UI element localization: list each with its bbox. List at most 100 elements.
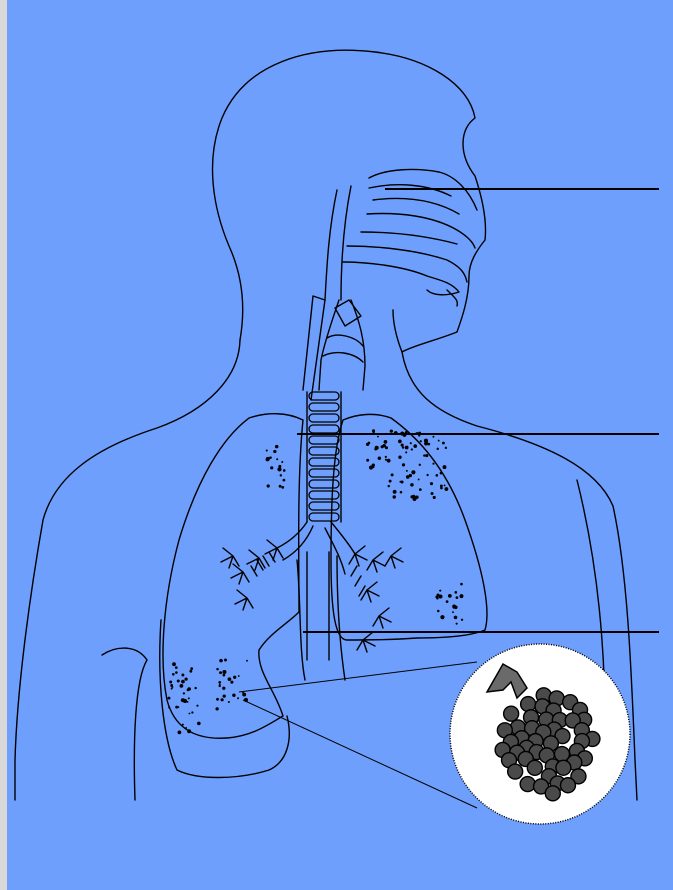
lung-speckle [454, 591, 457, 594]
lung-speckle [281, 486, 284, 489]
lung-speckle [387, 459, 391, 463]
lung-speckle [456, 596, 459, 599]
lung-speckle [237, 697, 239, 699]
lung-speckle [440, 615, 444, 619]
lung-speckle [185, 727, 187, 729]
lung-speckle [445, 447, 447, 449]
lung-speckle [406, 475, 410, 479]
lung-speckle [423, 454, 425, 456]
lung-speckle [438, 440, 440, 442]
lung-speckle [171, 686, 173, 688]
alveolus [560, 778, 575, 793]
lung-speckle [189, 713, 191, 715]
lung-speckle [398, 440, 402, 444]
lung-speckle [223, 694, 226, 697]
lung-speckle [280, 474, 282, 476]
lung-speckle [378, 457, 381, 460]
lung-speckle [366, 443, 369, 446]
lung-speckle [374, 448, 377, 451]
lung-speckle [385, 459, 387, 461]
lung-speckle [420, 440, 422, 442]
lung-speckle [391, 473, 394, 476]
lung-speckle [169, 680, 172, 683]
lung-speckle [183, 692, 185, 694]
lung-speckle [402, 446, 404, 448]
lung-speckle [242, 692, 244, 694]
lung-speckle [460, 583, 463, 586]
lung-speckle [187, 729, 191, 733]
lung-speckle [238, 675, 240, 677]
lung-speckle [196, 705, 198, 707]
lung-speckle [440, 472, 443, 475]
lung-speckle [168, 706, 170, 708]
lung-speckle [456, 623, 458, 625]
lung-speckle [372, 466, 374, 468]
lung-speckle [431, 492, 434, 495]
lung-speckle [399, 481, 401, 483]
lung-speckle [402, 463, 405, 466]
lung-speckle [401, 444, 404, 447]
diagram-canvas [7, 0, 673, 890]
lung-speckle [453, 607, 455, 609]
lung-speckle [190, 667, 193, 670]
lung-speckle [181, 698, 185, 702]
lung-speckle [228, 701, 230, 703]
alveoli-inset [450, 644, 630, 824]
lung-speckle [437, 610, 440, 613]
lung-speckle [267, 484, 270, 487]
lung-speckle [393, 490, 397, 494]
respiratory-diagram [7, 0, 673, 890]
lung-speckle [366, 459, 369, 462]
lung-speckle [436, 474, 439, 477]
lung-speckle [197, 722, 201, 726]
lung-speckle [426, 474, 428, 476]
lung-speckle [223, 674, 226, 677]
lung-speckle [430, 482, 433, 485]
lung-speckle [436, 597, 438, 599]
lung-speckle [277, 467, 281, 471]
lung-speckle [270, 466, 273, 469]
lung-speckle [461, 619, 463, 621]
alveolus [527, 760, 542, 775]
lung-speckle [437, 448, 439, 450]
lung-speckle [400, 491, 403, 494]
lung-speckle [191, 711, 193, 713]
lung-speckle [405, 446, 409, 450]
lung-speckle [442, 442, 445, 445]
lung-speckle [187, 687, 191, 691]
lung-speckle [446, 600, 449, 603]
lung-speckle [181, 680, 185, 684]
lung-speckle [279, 485, 282, 488]
lung-speckle [437, 594, 440, 597]
lung-speckle [405, 451, 407, 453]
lung-speckle [219, 684, 221, 686]
lung-speckle [168, 697, 171, 700]
lung-speckle [188, 697, 190, 699]
lung-speckle [275, 445, 279, 449]
lung-speckle [439, 590, 441, 592]
lung-speckle [413, 444, 417, 448]
lung-speckle [411, 470, 415, 474]
lung-speckle [385, 456, 387, 458]
lung-speckle [194, 687, 196, 689]
lung-speckle [182, 724, 184, 726]
lung-speckle [175, 706, 178, 709]
lung-speckle [448, 594, 452, 598]
lung-speckle [398, 456, 401, 459]
lung-speckle [278, 465, 281, 468]
lung-speckle [266, 449, 268, 451]
lung-speckle [445, 489, 447, 491]
lung-speckle [410, 483, 413, 486]
lung-speckle [184, 677, 187, 680]
lung-speckle [233, 676, 236, 679]
lung-speckle [228, 677, 232, 681]
lung-speckle [178, 731, 182, 735]
lung-speckle [425, 454, 428, 457]
lung-speckle [216, 668, 219, 671]
lung-speckle [452, 611, 454, 613]
lung-speckle [219, 671, 222, 674]
lung-speckle [460, 594, 464, 598]
lung-speckle [222, 687, 225, 690]
lung-speckle [390, 430, 393, 433]
lung-speckle [382, 444, 385, 447]
